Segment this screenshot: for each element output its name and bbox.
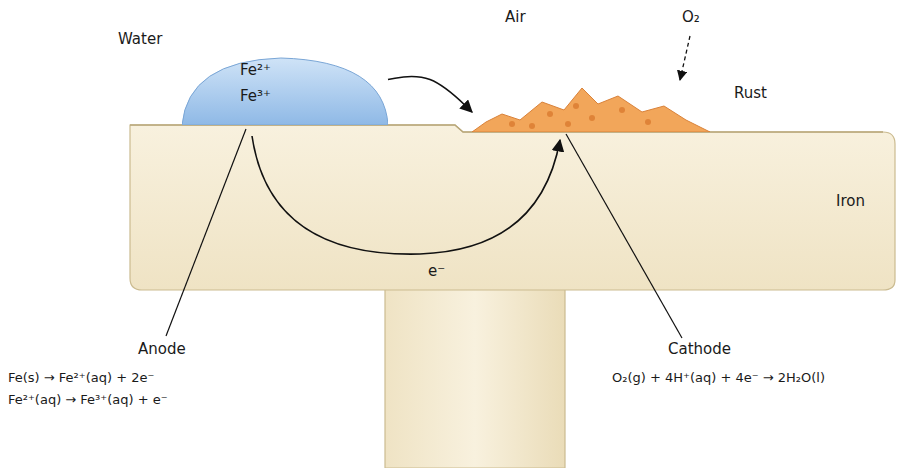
anode-leader bbox=[166, 129, 246, 336]
water-label: Water bbox=[118, 30, 162, 48]
oxygen-label: O₂ bbox=[682, 8, 700, 26]
water-drop-outline bbox=[182, 58, 388, 125]
ion-label: Fe³⁺ bbox=[240, 87, 271, 105]
iron-label: Iron bbox=[836, 192, 865, 210]
rust-speck bbox=[529, 123, 535, 129]
ion-migration-arrow bbox=[388, 76, 472, 112]
rust-label: Rust bbox=[734, 84, 767, 102]
rust-speck bbox=[509, 121, 515, 127]
cathode-leader bbox=[566, 134, 682, 338]
rust-speck bbox=[589, 115, 595, 121]
anode-equation: Fe(s) → Fe²⁺(aq) + 2e⁻ bbox=[8, 370, 154, 386]
cathode-label: Cathode bbox=[668, 340, 731, 358]
rust-speck bbox=[565, 121, 571, 127]
cathode-equation: O₂(g) + 4H⁺(aq) + 4e⁻ → 2H₂O(l) bbox=[612, 370, 825, 386]
rust-patch: Rust bbox=[472, 82, 710, 132]
rust-speck bbox=[619, 107, 625, 113]
iron-bar bbox=[130, 125, 895, 290]
electron-flow-arrow bbox=[252, 136, 560, 254]
ion-label: Fe²⁺ bbox=[240, 61, 271, 79]
water-drop-shape bbox=[182, 55, 388, 125]
rust-outline bbox=[472, 88, 710, 132]
oxygen-arrow bbox=[680, 36, 690, 80]
rust-speck bbox=[573, 103, 579, 109]
iron-stem bbox=[385, 286, 565, 468]
air-label: Air bbox=[505, 8, 526, 26]
electron-label: e⁻ bbox=[428, 262, 445, 280]
rust-speck bbox=[547, 111, 553, 117]
rust-shape bbox=[472, 82, 710, 132]
anode-label: Anode bbox=[138, 340, 186, 358]
anode-equation: Fe²⁺(aq) → Fe³⁺(aq) + e⁻ bbox=[8, 392, 168, 408]
water-droplet: Fe²⁺ Fe³⁺ bbox=[182, 55, 388, 125]
rust-speck bbox=[645, 119, 651, 125]
